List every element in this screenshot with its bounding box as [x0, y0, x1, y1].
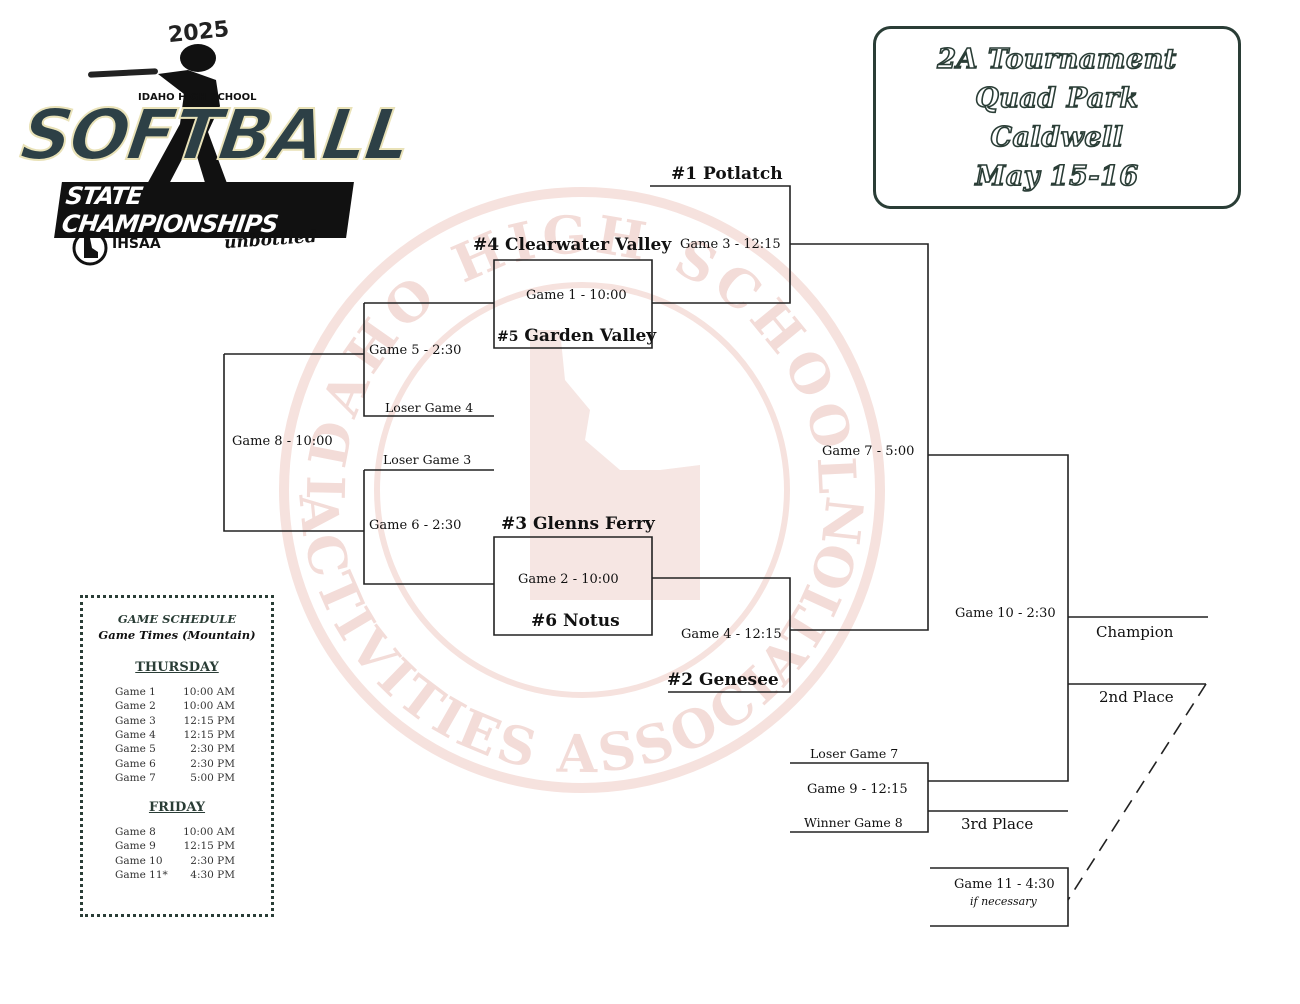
logo-main: SOFTBALL: [15, 93, 415, 177]
schedule-game: Game 6: [115, 757, 156, 770]
team-potlatch: #1 Potlatch: [671, 164, 783, 184]
game-4-label: Game 4 - 12:15: [681, 627, 782, 642]
logo-assoc: IHSAA: [112, 236, 161, 252]
game-10-label: Game 10 - 2:30: [955, 606, 1056, 621]
slot-loser-game-4: Loser Game 4: [385, 400, 474, 415]
schedule-game: Game 11*: [115, 868, 168, 881]
schedule-time: 2:30 PM: [190, 854, 235, 867]
game-3-label: Game 3 - 12:15: [680, 237, 781, 252]
team-notus: #6 Notus: [531, 611, 620, 631]
schedule-title: GAME SCHEDULE: [117, 612, 237, 626]
game-11-label: Game 11 - 4:30: [954, 877, 1055, 892]
schedule-time: 10:00 AM: [183, 686, 235, 698]
game-6-label: Game 6 - 2:30: [369, 518, 462, 533]
game-1-label: Game 1 - 10:00: [526, 288, 627, 303]
watermark-ring-outer: [279, 187, 885, 793]
schedule-time: 10:00 AM: [183, 826, 235, 838]
schedule-time: 12:15 PM: [183, 840, 235, 853]
ihsaa-seal-icon: [72, 230, 108, 266]
schedule-game: Game 10: [115, 854, 163, 867]
info-line-1: 2A Tournament: [936, 43, 1177, 76]
schedule-time: 10:00 AM: [183, 700, 235, 713]
schedule-game: Game 9: [115, 840, 156, 853]
game-schedule-box: GAME SCHEDULE Game Times (Mountain) THUR…: [80, 595, 274, 917]
schedule-thursday: THURSDAY: [135, 660, 219, 675]
slot-champion: Champion: [1096, 623, 1174, 641]
line-game3-out: [790, 243, 929, 631]
tournament-info-box: 2A Tournament Quad Park Caldwell May 15-…: [873, 26, 1241, 209]
slot-loser-game-3: Loser Game 3: [383, 452, 472, 467]
batter-silhouette-icon: [88, 44, 228, 186]
schedule-subtitle: Game Times (Mountain): [98, 628, 256, 642]
schedule-time: 4:30 PM: [190, 868, 235, 881]
game-11-note: if necessary: [970, 895, 1037, 908]
info-line-4: May 15-16: [975, 160, 1139, 193]
logo-org: IDAHO HIGH SCHOOL: [138, 92, 257, 103]
slot-third-place: 3rd Place: [961, 815, 1034, 833]
schedule-friday: FRIDAY: [148, 800, 206, 815]
schedule-time: 12:15 PM: [183, 728, 235, 741]
schedule-game: Game 7: [115, 771, 156, 784]
schedule-game: Game 2: [115, 700, 156, 713]
schedule-game: Game 8: [115, 826, 156, 838]
game-7-label: Game 7 - 5:00: [822, 444, 915, 459]
game-9-label: Game 9 - 12:15: [807, 782, 908, 797]
schedule-time: 2:30 PM: [190, 757, 235, 770]
logo: 2025 IDAHO HIGH SCHOOL SOFTBALL STATE CH…: [10, 10, 415, 266]
info-line-2: Quad Park: [974, 82, 1139, 115]
schedule-time: 12:15 PM: [183, 714, 235, 727]
schedule-game: Game 5: [115, 743, 156, 756]
watermark-bottom-text: ACTIVITIES ASSOCIATION: [286, 490, 878, 785]
schedule-game: Game 1: [115, 686, 156, 698]
game-2-label: Game 2 - 10:00: [518, 572, 619, 587]
schedule-game: Game 4: [115, 728, 156, 741]
team-genesee: #2 Genesee: [667, 670, 779, 690]
slot-loser-game-7: Loser Game 7: [810, 746, 899, 761]
game-8-label: Game 8 - 10:00: [232, 434, 333, 449]
watermark-state-shape: [530, 330, 700, 600]
team-glenns-ferry: #3 Glenns Ferry: [501, 514, 655, 534]
team-clearwater-valley: #4 Clearwater Valley: [473, 235, 672, 255]
schedule-time: 5:00 PM: [190, 771, 235, 784]
slot-winner-game-8: Winner Game 8: [804, 815, 903, 830]
line-game11-dash: [1067, 683, 1207, 901]
info-line-3: Caldwell: [990, 121, 1124, 154]
team-garden-valley: #5 Garden Valley: [497, 326, 657, 346]
game-5-label: Game 5 - 2:30: [369, 343, 462, 358]
schedule-game: Game 3: [115, 714, 156, 727]
slot-second-place: 2nd Place: [1099, 688, 1174, 706]
schedule-time: 2:30 PM: [190, 743, 235, 756]
